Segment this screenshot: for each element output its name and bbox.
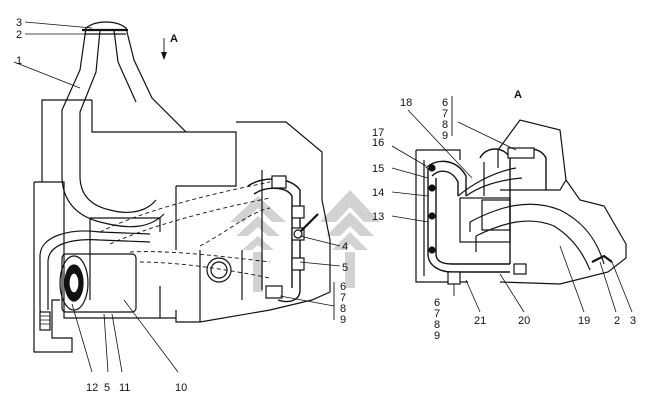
callout-4: 4 <box>342 241 348 253</box>
callout-5-right: 5 <box>342 262 348 274</box>
callout-12: 12 <box>86 382 98 394</box>
callout-8-top: 8 <box>442 119 448 131</box>
callout-6-bottom: 6 <box>434 297 440 309</box>
callout-19: 19 <box>578 315 590 327</box>
view-arrow-icon <box>161 52 167 60</box>
callout-18: 18 <box>400 97 412 109</box>
callout-20: 20 <box>518 315 530 327</box>
watermark-logo <box>230 190 380 292</box>
callout-13: 13 <box>372 211 384 223</box>
view-title-a: A <box>514 89 522 101</box>
callout-3-right: 3 <box>630 315 636 327</box>
callout-2-left: 2 <box>16 29 22 41</box>
callout-11: 11 <box>119 382 130 394</box>
callout-16: 16 <box>372 137 384 149</box>
callout-7-left: 7 <box>340 292 346 304</box>
right-view-labels: A 18 6 7 8 9 17 16 15 14 13 6 7 8 9 21 2… <box>372 89 636 342</box>
callout-7-top: 7 <box>442 108 448 120</box>
callout-6-left: 6 <box>340 281 346 293</box>
callout-17: 17 <box>372 127 384 139</box>
callout-10: 10 <box>175 382 187 394</box>
callout-7-bottom: 7 <box>434 308 440 320</box>
left-view <box>13 21 341 373</box>
callout-8-left: 8 <box>340 303 346 315</box>
callout-6-top: 6 <box>442 97 448 109</box>
callout-1: 1 <box>16 55 22 67</box>
callout-9-top: 9 <box>442 130 448 142</box>
callout-2-right: 2 <box>614 315 620 327</box>
callout-3-left: 3 <box>16 17 22 29</box>
callout-9-left: 9 <box>340 314 346 326</box>
callout-21: 21 <box>474 315 486 327</box>
view-marker-a: A <box>170 33 178 45</box>
right-view <box>391 96 633 313</box>
filter-canister <box>61 253 137 313</box>
callout-14: 14 <box>372 187 384 199</box>
left-view-labels: 3 2 1 A 4 5 6 7 8 9 12 5 11 10 <box>16 17 348 394</box>
callout-15: 15 <box>372 163 384 175</box>
callout-8-bottom: 8 <box>434 319 440 331</box>
callout-9-bottom: 9 <box>434 330 440 342</box>
callout-5-bottom: 5 <box>104 382 110 394</box>
